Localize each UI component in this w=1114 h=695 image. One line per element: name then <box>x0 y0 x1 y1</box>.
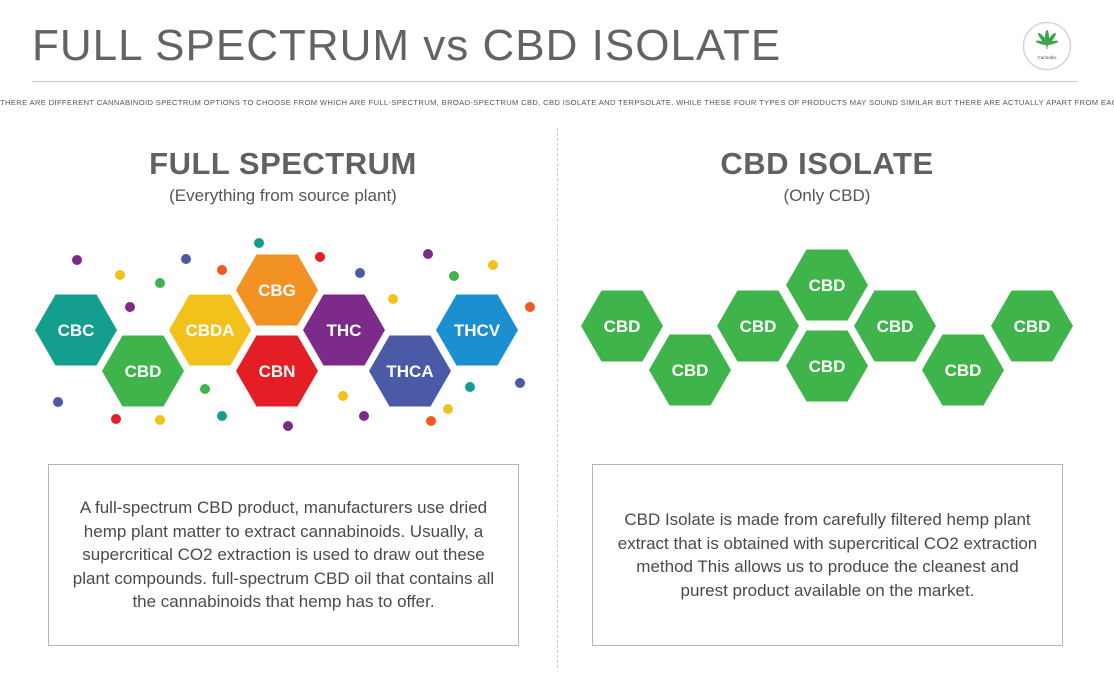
cbd-isolate-hexagons: CBD CBD CBD CBD CBD CBD CBD CBD <box>581 249 1073 406</box>
full-spectrum-description: A full-spectrum CBD product, manufacture… <box>48 464 519 646</box>
cbd-isolate-hexagon-label-7: CBD <box>1014 317 1051 336</box>
page-title: FULL SPECTRUM vs CBD ISOLATE <box>32 21 782 70</box>
cbd-isolate-hexagon-cbd-1 <box>649 334 731 406</box>
full-spectrum-hexagon-cbn-4 <box>236 335 318 407</box>
cbd-isolate-description: CBD Isolate is made from carefully filte… <box>592 464 1063 646</box>
full-spectrum-hexagon-cbd-1 <box>102 335 184 407</box>
full-spectrum-hexagon-label-2: CBDA <box>185 321 234 340</box>
full-spectrum-hexagon-cbda-2 <box>169 294 251 366</box>
full-spectrum-hexagon-label-6: THCA <box>386 362 433 381</box>
full-spectrum-hexagon-label-0: CBC <box>58 321 95 340</box>
intro-text: THERE ARE DIFFERENT CANNABINOID SPECTRUM… <box>0 98 1114 107</box>
full-spectrum-hexagon-cbg-3 <box>236 254 318 326</box>
full-spectrum-hexagon-label-5: THC <box>327 321 362 340</box>
svg-text:Cannabis: Cannabis <box>1037 55 1057 60</box>
full-spectrum-hexagon-cbc-0 <box>35 294 117 366</box>
cbd-isolate-hexagon-label-1: CBD <box>672 361 709 380</box>
cbd-isolate-hexagon-cbd-2 <box>717 290 799 362</box>
cbd-isolate-hexagon-cbd-4 <box>786 330 868 402</box>
cbd-isolate-hexagon-cbd-3 <box>786 249 868 321</box>
full-spectrum-hexagon-thca-6 <box>369 335 451 407</box>
cbd-isolate-hexagon-label-4: CBD <box>809 357 846 376</box>
full-spectrum-hexagon-label-7: THCV <box>454 321 501 340</box>
cbd-isolate-subheading: (Only CBD) <box>783 186 871 205</box>
cbd-isolate-hexagon-cbd-5 <box>854 290 936 362</box>
cbd-isolate-hexagon-label-6: CBD <box>945 361 982 380</box>
full-spectrum-subheading: (Everything from source plant) <box>169 186 397 205</box>
header-divider <box>32 81 1078 82</box>
full-spectrum-hexagon-label-3: CBG <box>258 281 296 300</box>
full-spectrum-hexagon-thc-5 <box>303 294 385 366</box>
cbd-isolate-hexagon-cbd-7 <box>991 290 1073 362</box>
cbd-isolate-hexagon-label-3: CBD <box>809 276 846 295</box>
cbd-isolate-hexagon-label-0: CBD <box>604 317 641 336</box>
full-spectrum-hexagon-label-4: CBN <box>259 362 296 381</box>
cbd-isolate-hexagon-cbd-6 <box>922 334 1004 406</box>
full-spectrum-hexagon-thcv-7 <box>436 294 518 366</box>
cbd-isolate-hexagon-cbd-0 <box>581 290 663 362</box>
cannabis-logo: Cannabis <box>1022 21 1072 71</box>
full-spectrum-hexagons: CBC CBD CBDA CBG CBN THC THCA THCV <box>35 254 518 407</box>
column-divider <box>557 128 558 668</box>
cbd-isolate-hexagon-label-2: CBD <box>740 317 777 336</box>
decorative-dots <box>53 238 535 431</box>
cbd-isolate-hexagon-label-5: CBD <box>877 317 914 336</box>
cbd-isolate-heading: CBD ISOLATE <box>720 146 934 181</box>
full-spectrum-heading: FULL SPECTRUM <box>149 146 417 181</box>
full-spectrum-hexagon-label-1: CBD <box>125 362 162 381</box>
